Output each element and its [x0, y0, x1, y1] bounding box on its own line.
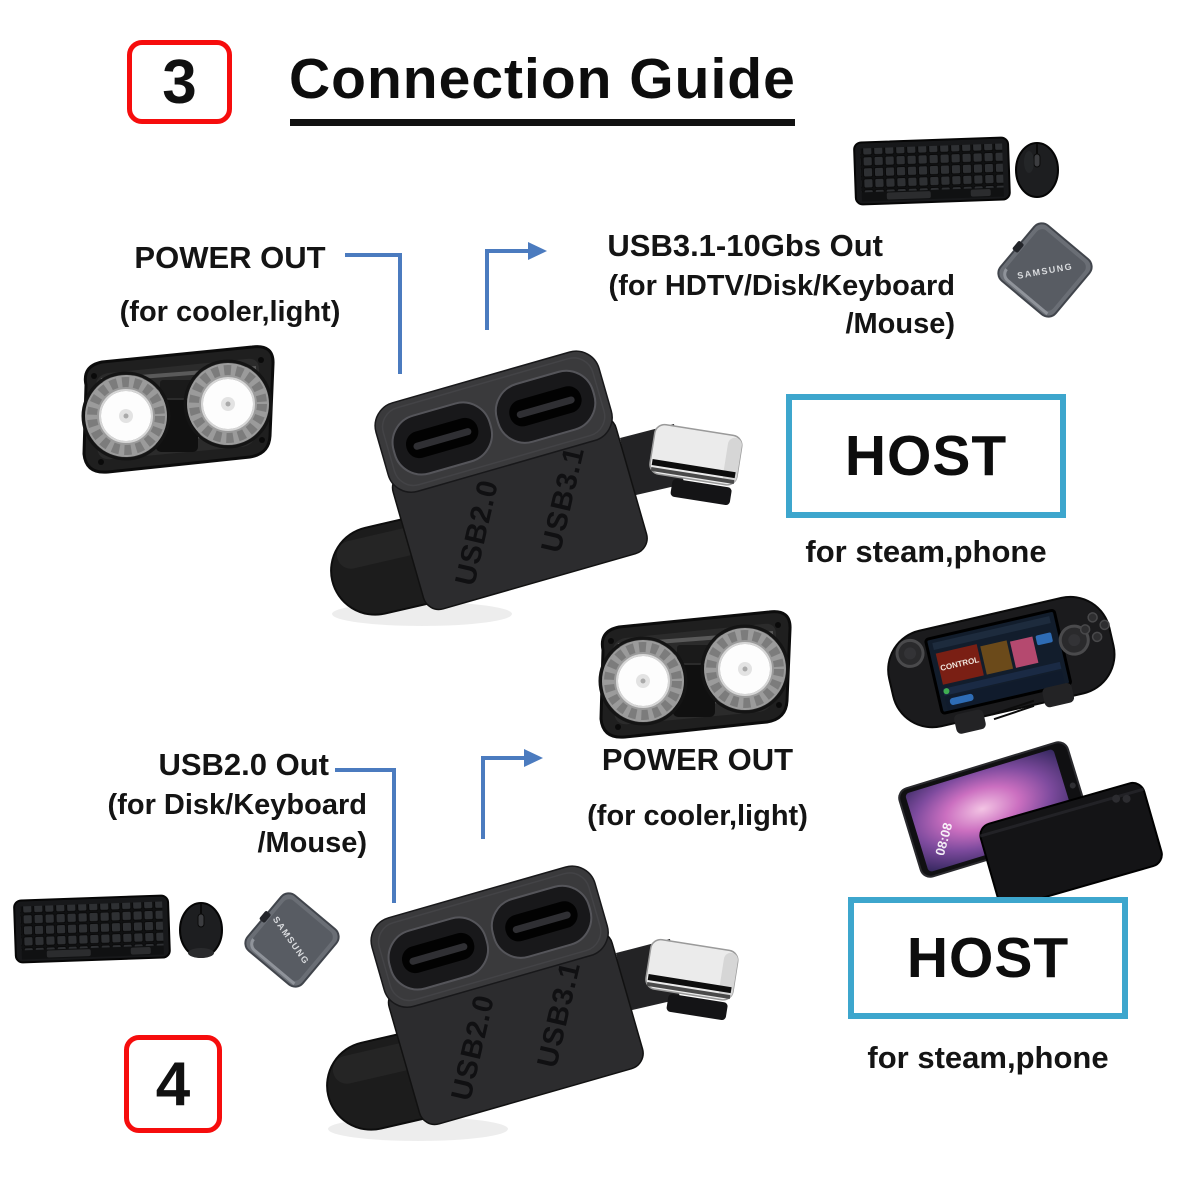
adapter-port-usb31-bottom: [490, 884, 593, 959]
cooler-fan-icon-middle: [598, 610, 792, 739]
mouse-icon-bottom: [179, 902, 223, 958]
phone-back: [979, 781, 1163, 908]
portable-ssd-icon: SAMSUNG: [997, 222, 1093, 318]
usb31-out-label: USB3.1-10Gbs Out (for HDTV/Disk/Keyboard…: [495, 226, 955, 343]
usbc-adapter-illustration-bottom: USB2.0 USB3.1: [326, 865, 739, 1141]
host-subtitle-bottom: for steam,phone: [867, 1040, 1109, 1075]
phones-icon: 08:08: [898, 741, 1163, 908]
usb20-out-subtitle-1: (for Disk/Keyboard: [107, 788, 367, 821]
usb31-out-subtitle-1: (for HDTV/Disk/Keyboard: [608, 269, 955, 302]
usb20-out-label: USB2.0 Out (for Disk/Keyboard /Mouse): [15, 745, 367, 862]
game-tile-control: [935, 644, 984, 685]
power-out-subtitle-bottom: (for cooler,light): [587, 799, 808, 832]
power-out-title: POWER OUT: [134, 240, 326, 275]
power-out-subtitle: (for cooler,light): [119, 295, 341, 328]
adapter-port-usb31: [494, 369, 597, 444]
host-box-bottom: HOST: [848, 897, 1128, 1019]
usb20-out-subtitle-2: /Mouse): [257, 827, 367, 860]
host-box-top: HOST: [786, 394, 1066, 518]
page-title: Connection Guide: [289, 47, 796, 111]
power-out-label-top: POWER OUT (for cooler,light): [80, 238, 380, 331]
usb20-out-title: USB2.0 Out: [158, 747, 329, 782]
connector-line-usb20-to-port: [335, 768, 396, 903]
cooler-fan-icon-top: [81, 345, 275, 474]
usb31-out-subtitle-2: /Mouse): [845, 308, 955, 341]
usbc-male-plug-bottom: [645, 938, 739, 1021]
host-label-top: HOST: [844, 424, 1008, 488]
title-underline: [290, 119, 795, 126]
connector-line-power-to-usb20-port: [345, 253, 402, 374]
step-3-number: 3: [162, 47, 197, 117]
adapter-port-usb20: [391, 401, 493, 476]
fan-right: [183, 359, 273, 449]
mouse-icon: [1015, 142, 1059, 198]
phone-front: 08:08: [898, 741, 1091, 878]
step-4-badge: 4: [124, 1035, 222, 1133]
step-4-number: 4: [155, 1049, 191, 1119]
step-3-badge: 3: [127, 40, 232, 124]
adapter-port-usb20-bottom: [387, 916, 489, 991]
power-out-label-bottom: POWER OUT (for cooler,light): [550, 740, 845, 835]
host-label-bottom: HOST: [906, 926, 1070, 990]
usb31-out-title: USB3.1-10Gbs Out: [607, 228, 883, 263]
power-out-title-bottom: POWER OUT: [601, 742, 794, 777]
keyboard-icon: [853, 136, 1011, 206]
fan-left: [81, 371, 171, 461]
usbc-adapter-illustration-top: USB2.0 USB3.1: [330, 350, 743, 626]
arrow-usb31-port-to-label: [485, 242, 547, 330]
keyboard-icon-bottom: [13, 894, 171, 964]
usbc-male-plug: [649, 423, 743, 506]
host-subtitle-top: for steam,phone: [805, 534, 1047, 569]
portable-ssd-icon-bottom: SAMSUNG: [244, 892, 340, 988]
arrow-power-port-to-label: [481, 749, 543, 839]
steam-deck-icon: CONTROL: [887, 595, 1116, 734]
